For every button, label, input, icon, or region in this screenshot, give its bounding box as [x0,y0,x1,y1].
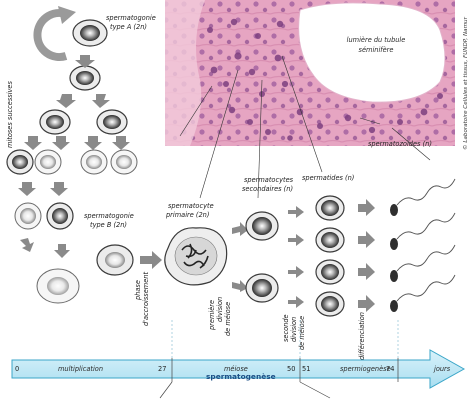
cell-a-7 [80,149,108,175]
growth-phase-label-2: d'accroissement [142,272,150,326]
circular-arrow-icon [33,6,76,61]
spermatids-label: spermatides (n) [302,174,354,182]
phase-multiplication: multiplication [58,365,103,373]
spermatozoa-label: spermatozoïdes (n) [368,140,432,148]
spermatogonia-a-label-2: type A (2n) [110,23,147,31]
tick-0: 0 [15,365,19,373]
spermatogonia-b-label-2: type B (2n) [90,221,127,229]
timeline-unit: jours [433,365,451,373]
timeline: 0 27 50 51 74 jours multiplication méios… [11,320,466,399]
first-division-label-1: première [208,300,216,331]
cell-a-top [72,19,108,47]
right-arrow-icon [232,222,248,236]
first-division-label-2: division [216,297,224,322]
right-arrow-icon [358,199,375,312]
pointer-lines [179,55,431,199]
photo-credit: © Laboratoire Cellules et tissus, FUNDP,… [462,16,469,150]
second-division-label-2: division [290,317,298,342]
secondary-spermatocyte-cells [245,211,279,303]
phase-spermiogenese: spermiogenèse [340,365,391,373]
secondary-spermatocytes-label-2: secondaires (n) [242,185,293,193]
spermatogonia-a-label-1: spermatogonie [106,14,156,22]
secondary-spermatocytes-label-1: spermatocytes [244,176,294,184]
lumen-label-1: lumière du tubule [347,36,406,44]
lumen-label-2: séminifère [359,46,394,54]
spermatogonia-b-label-1: spermatogonie [84,212,134,220]
cell-a-3 [39,109,71,135]
tick-50: 50 [287,365,295,373]
tissue-nuclei [207,18,443,141]
cell-a-4 [96,109,128,135]
cell-a-6 [34,149,62,175]
spermatogonia-a-cells [6,19,138,230]
histology-photo: lumière du tubule séminifère [165,0,455,199]
primary-spermatocyte-label-1: spermatocyte [168,202,214,210]
primary-spermatocyte-label-2: primaire (2n) [165,211,209,219]
right-arrow-icon [288,206,304,308]
cell-a-8 [110,149,138,175]
timeline-arrow [11,349,466,389]
cell-a-10 [46,202,74,230]
right-arrow-icon [140,251,162,269]
right-arrow-icon [232,280,248,292]
second-division-label-3: de méiose [298,316,306,350]
tick-27: 27 [158,365,166,373]
cell-a-light [36,268,80,304]
phase-meiose: méiose [224,365,248,373]
tick-51: 51 [302,365,310,373]
spermatid-cells [315,195,345,317]
tick-74: 74 [386,365,394,373]
spermatozoa [390,178,456,312]
cell-a-5 [6,149,34,175]
primary-spermatocyte-cell [164,227,228,286]
differentiation-label: différenciation [358,312,366,360]
down-arrow-icon [18,55,130,258]
mitoses-label: mitoses successives [6,81,14,148]
spermatogonia-b-cell [96,244,134,276]
tubule-lumen [298,2,446,103]
second-division-label-1: seconde [282,314,290,342]
first-division-label-3: de méiose [224,302,232,336]
growth-phase-label-1: phase [134,280,142,301]
timeline-title: spermatogenèse [206,372,276,381]
cell-a-2 [69,65,101,91]
cell-a-9 [14,202,42,230]
